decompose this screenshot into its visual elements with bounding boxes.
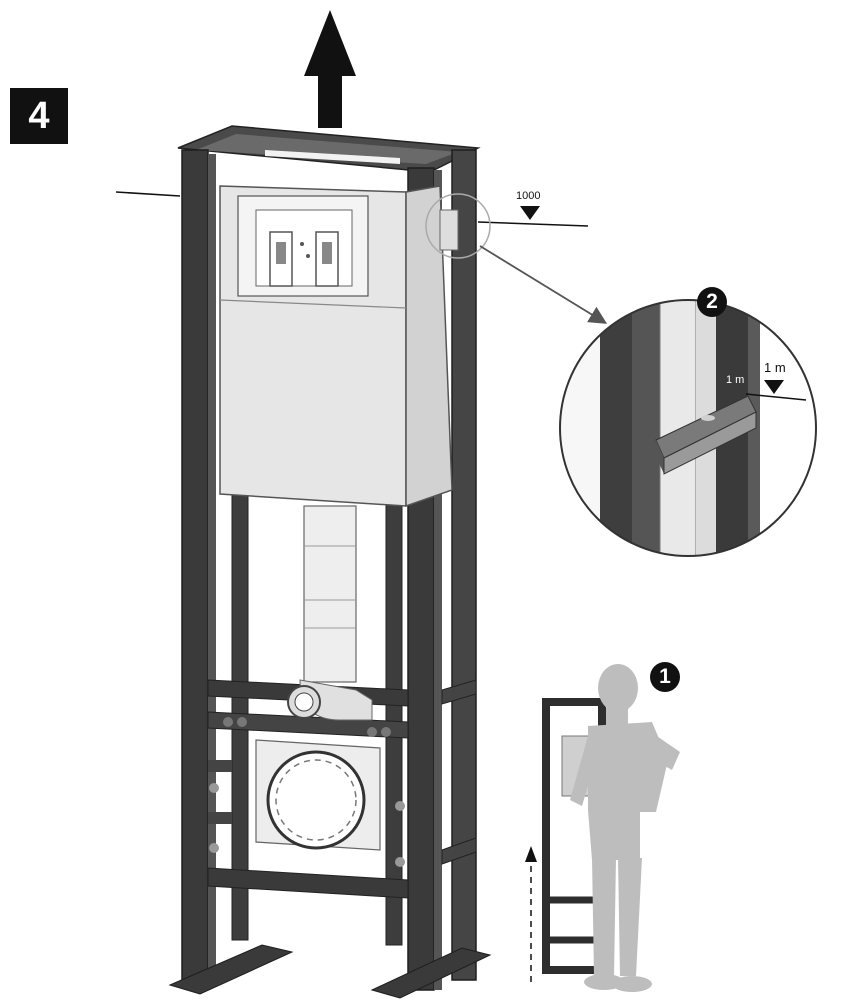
reference-line-left	[115, 191, 181, 197]
level-side-label: 1 m	[764, 360, 786, 375]
callout-number-second: 2	[697, 287, 727, 317]
level-reference-line	[745, 393, 807, 401]
cistern	[219, 185, 459, 508]
dashed-up-arrow-icon	[525, 846, 537, 982]
height-reference-line	[477, 221, 589, 227]
zoom-detail	[559, 299, 817, 557]
person-silhouette	[570, 664, 680, 992]
zoom-pointer	[479, 245, 608, 324]
connection-bracket	[255, 739, 381, 851]
installer-illustration	[542, 664, 680, 992]
step-number-badge: 4	[10, 88, 68, 144]
callout-number-first: 1	[650, 662, 680, 692]
level-tick-label: 1 m	[726, 374, 745, 386]
spirit-level	[655, 395, 757, 475]
up-arrow-icon	[304, 10, 356, 128]
triangle-down-icon	[764, 380, 784, 394]
triangle-down-icon	[520, 206, 540, 220]
height-mark-label: 1000	[516, 190, 541, 202]
zoom-source-circle	[425, 193, 491, 259]
drain-pipe	[287, 505, 373, 721]
